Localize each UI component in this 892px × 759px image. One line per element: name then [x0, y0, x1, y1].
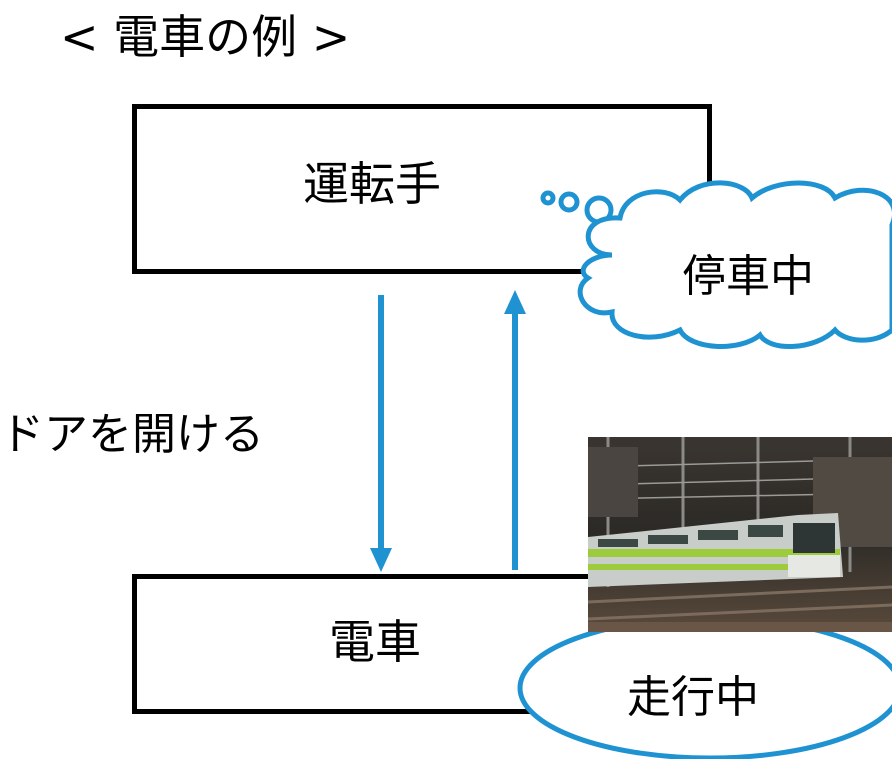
command-label: ドアを開ける [0, 409, 264, 460]
feedback-arrow-up-head [504, 290, 526, 314]
page-title: < 電車の例 > [60, 10, 351, 64]
train-photo [588, 437, 892, 632]
driver-thought-text: 停車中 [682, 251, 814, 302]
driver-label: 運転手 [303, 157, 441, 211]
thought-dots [540, 190, 614, 225]
command-arrow-down-head [370, 548, 392, 572]
train-state-text: 走行中 [627, 672, 759, 723]
driver-thought-cloud [577, 180, 892, 349]
train-label: 電車 [329, 615, 421, 669]
